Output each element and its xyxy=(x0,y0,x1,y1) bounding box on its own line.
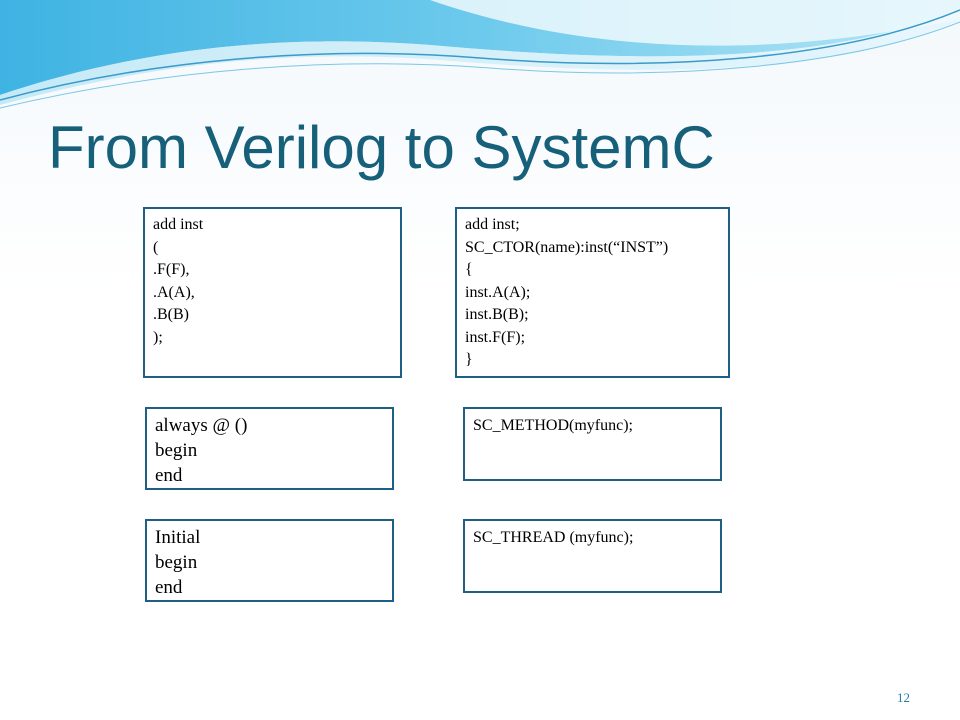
code-line: ); xyxy=(153,328,163,346)
code-line: inst.B(B); xyxy=(465,306,529,323)
code-line: end xyxy=(155,465,183,486)
systemc-instance-box: add inst; SC_CTOR(name):inst(“INST”) { i… xyxy=(455,207,730,378)
code-line: .B(B) xyxy=(153,306,189,323)
verilog-always-box: always @ () begin end xyxy=(145,407,394,490)
slide-title: From Verilog to SystemC xyxy=(48,114,715,181)
code-line: begin xyxy=(155,440,198,461)
code-line: always @ () xyxy=(155,415,248,436)
code-line: { xyxy=(465,261,473,278)
code-line: Initial xyxy=(155,527,201,548)
code-line: inst.F(F); xyxy=(465,328,526,346)
systemc-thread-box: SC_THREAD (myfunc); xyxy=(463,519,722,593)
code-line: SC_METHOD(myfunc); xyxy=(473,417,633,434)
code-line: SC_THREAD (myfunc); xyxy=(473,529,634,546)
code-line: SC_CTOR(name):inst(“INST”) xyxy=(465,238,669,256)
code-line: end xyxy=(155,577,183,598)
code-line: inst.A(A); xyxy=(465,283,531,301)
code-line: } xyxy=(465,351,473,368)
header-wave-decoration xyxy=(0,0,960,109)
code-line: .A(A), xyxy=(153,283,195,301)
verilog-instance-box: add inst ( .F(F), .A(A), .B(B) ); xyxy=(143,207,402,378)
code-line: .F(F), xyxy=(153,261,190,278)
code-line: add inst; xyxy=(465,216,520,233)
systemc-method-box: SC_METHOD(myfunc); xyxy=(463,407,722,481)
code-line: add inst xyxy=(153,216,204,233)
page-number: 12 xyxy=(897,690,910,705)
verilog-initial-box: Initial begin end xyxy=(145,519,394,602)
code-line: ( xyxy=(153,238,159,256)
code-line: begin xyxy=(155,552,198,573)
